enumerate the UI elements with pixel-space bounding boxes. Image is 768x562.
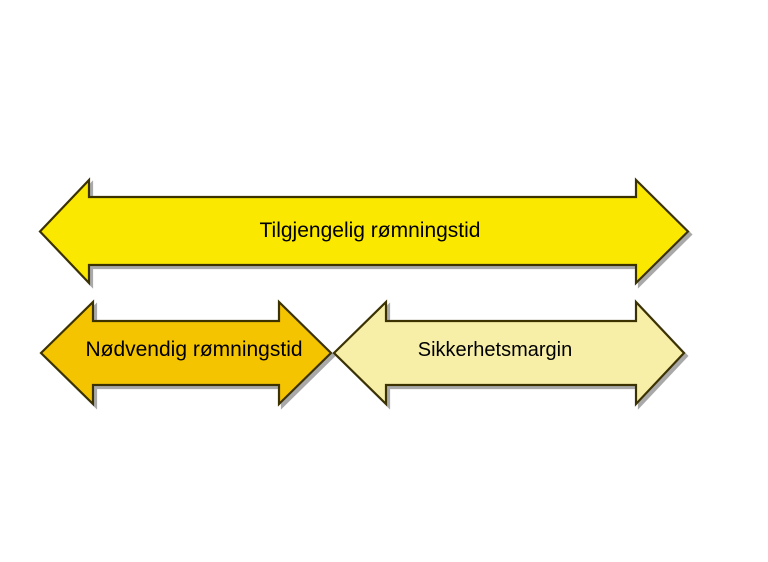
arrow-label-available-egress-time: Tilgjengelig rømningstid xyxy=(259,219,481,242)
arrow-required-egress-time xyxy=(39,299,333,407)
arrow-label-safety-margin: Sikkerhetsmargin xyxy=(417,339,573,361)
arrow-available-egress-time xyxy=(38,177,690,286)
arrow-label-required-egress-time: Nødvendig rømningstid xyxy=(85,338,303,361)
arrow-safety-margin xyxy=(332,299,686,407)
